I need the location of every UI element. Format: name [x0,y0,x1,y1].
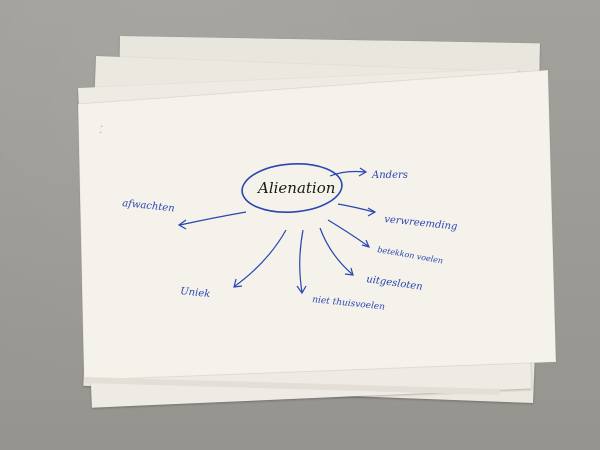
branch-arrow-anders [329,170,366,177]
branch-label-afwachten: afwachten [122,198,175,214]
arrowhead-icon [177,219,187,230]
arrowhead-icon [296,285,307,295]
branch-arrow-afwachten [179,211,247,226]
paper-stack-edge [83,377,501,395]
branch-arrow-uitgesloten [319,227,353,275]
arrowhead-icon [361,239,371,248]
arrowhead-icon [344,267,354,276]
branch-arrow-uniek [234,229,287,287]
arrowhead-icon [358,167,368,177]
branch-arrow-verwreemding [337,203,375,213]
mindmap-sheet [77,69,557,381]
branch-arrow-thuisvoelen [299,229,304,293]
pencil-mark: ·· [95,122,109,137]
arrowhead-icon [233,278,243,288]
branch-arrow-betekkon [327,219,369,247]
center-oval [241,163,343,213]
branch-label-anders: Anders [371,170,408,181]
branch-label-uniek: Uniek [180,286,211,300]
center-label: Alienation [256,179,335,197]
arrowhead-icon [367,207,377,217]
